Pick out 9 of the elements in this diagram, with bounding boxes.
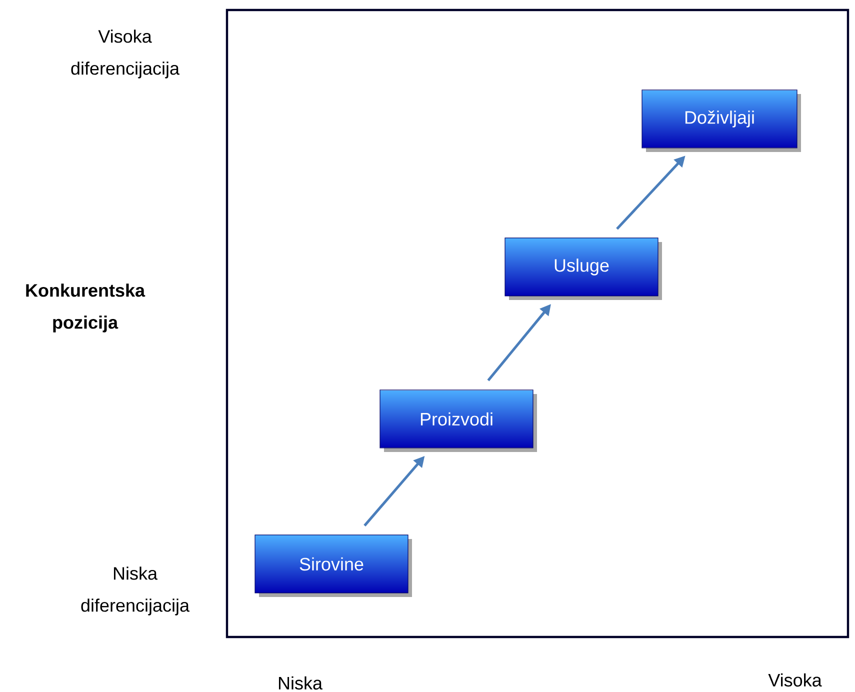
axis-label: Niska diferencijacija [81, 566, 190, 616]
process-box: Usluge [504, 238, 662, 300]
axis-label: Visoka [768, 673, 822, 687]
process-box: Sirovine [254, 534, 412, 597]
axis-label: Konkurentska pozicija [26, 284, 146, 332]
axis-label: Visoka diferencijacija [71, 30, 180, 78]
process-box: Proizvodi [380, 390, 537, 452]
process-box: Doživljaji [642, 90, 801, 152]
axis-label: Niska [278, 676, 322, 690]
